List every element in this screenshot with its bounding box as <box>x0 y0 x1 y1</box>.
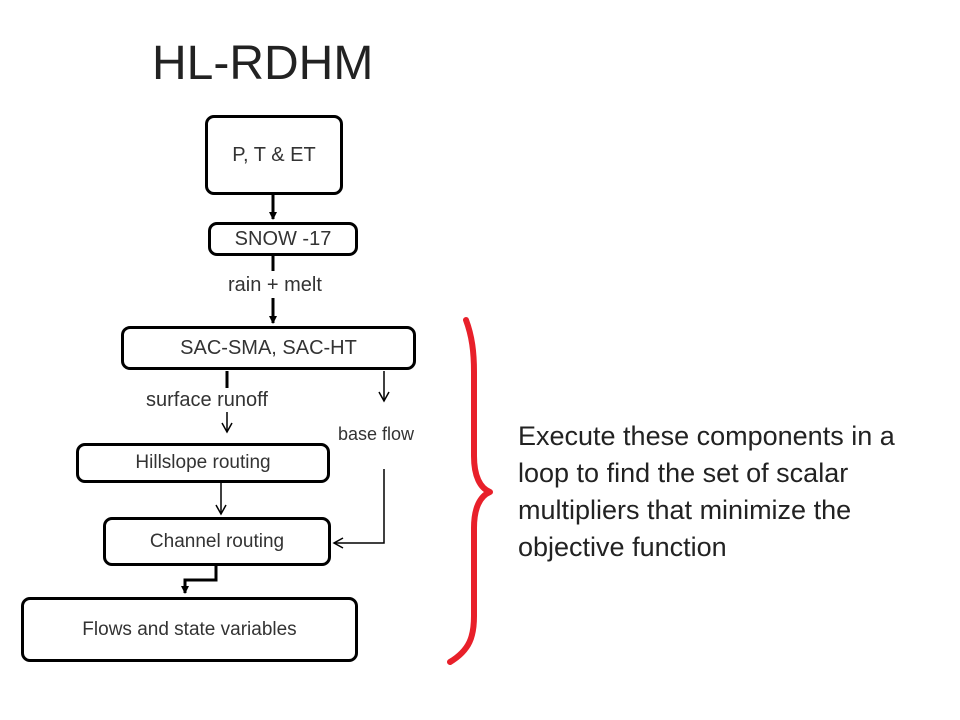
hillslope-routing-label: Hillslope routing <box>135 452 271 473</box>
diagram-title: HL-RDHM <box>152 37 374 90</box>
channel-routing-label: Channel routing <box>149 530 285 552</box>
channel-routing-box: Channel routing <box>103 517 331 566</box>
sac-label: SAC-SMA, SAC-HT <box>180 336 357 359</box>
hillslope-routing-box: Hillslope routing <box>76 443 330 483</box>
arrow-base-flow-to-channel <box>332 469 385 549</box>
base-flow-label: base flow <box>338 424 415 444</box>
red-curly-brace <box>447 317 493 665</box>
flows-state-variables-box: Flows and state variables <box>21 597 358 662</box>
rain-melt-label: rain + melt <box>228 274 322 296</box>
ptet-box: P, T & ET <box>205 115 343 195</box>
loop-explanation-text: Execute these components in a loop to fi… <box>518 421 895 562</box>
flows-state-variables-label: Flows and state variables <box>82 618 297 640</box>
sac-box: SAC-SMA, SAC-HT <box>121 326 416 370</box>
snow17-label: SNOW -17 <box>234 227 332 250</box>
snow17-box: SNOW -17 <box>208 222 358 256</box>
ptet-label: P, T & ET <box>232 143 316 166</box>
surface-runoff-label: surface runoff <box>146 389 268 411</box>
arrow-channel-to-flows <box>181 566 218 594</box>
